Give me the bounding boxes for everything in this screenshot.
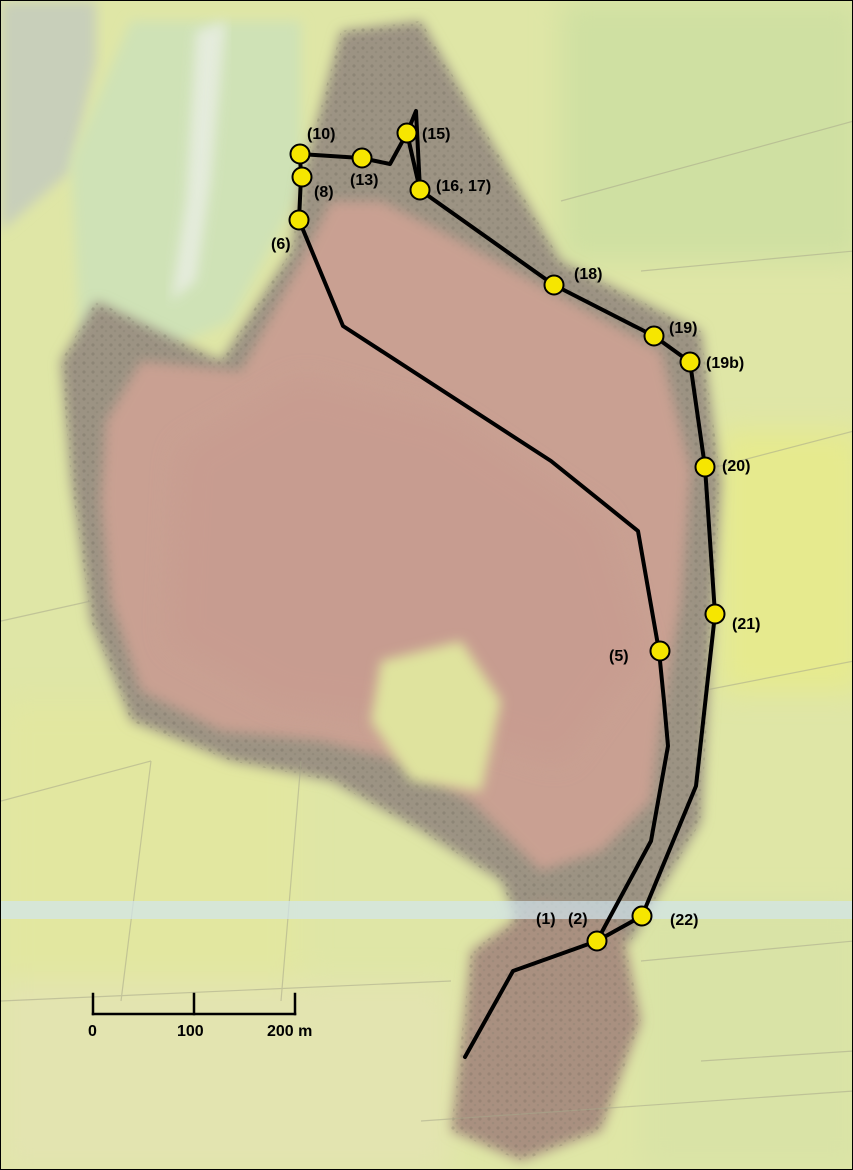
- scale-tick-200: 200 m: [267, 1023, 312, 1040]
- waypoint-label: (15): [422, 126, 450, 143]
- waypoint-1-2[interactable]: (1) (2): [536, 911, 608, 952]
- waypoint-label: (5): [609, 648, 629, 665]
- field-pocket: [371, 641, 501, 791]
- waypoint-16-17[interactable]: (16, 17): [409, 178, 492, 201]
- bog-centre: [171, 381, 641, 761]
- waypoint-8[interactable]: (8): [291, 166, 334, 202]
- waypoint-20[interactable]: (20): [694, 456, 751, 478]
- waypoint-label: (6): [271, 236, 291, 253]
- waypoint-19[interactable]: (19): [643, 320, 698, 347]
- waypoint-label: (21): [732, 616, 760, 633]
- waypoint-10[interactable]: (10): [289, 126, 336, 165]
- waypoint-label: (19): [669, 320, 697, 337]
- waypoint-5[interactable]: (5): [609, 640, 671, 666]
- waypoint-label: (10): [307, 126, 335, 143]
- village-texture: [451, 901, 641, 1161]
- waypoint-label: (8): [314, 184, 334, 201]
- waypoint-label-1: (1): [536, 911, 556, 928]
- image-seam: [1, 901, 852, 919]
- waypoint-label: (13): [350, 172, 378, 189]
- waypoint-label: (22): [670, 912, 698, 929]
- waypoint-18[interactable]: (18): [543, 266, 603, 296]
- scale-tick-0: 0: [88, 1023, 97, 1040]
- waypoint-21[interactable]: (21): [704, 603, 761, 634]
- waypoint-15[interactable]: (15): [396, 122, 451, 144]
- farm-field: [71, 21, 301, 361]
- scale-tick-100: 100: [177, 1023, 204, 1040]
- waypoint-label-2: (2): [568, 911, 588, 928]
- waypoints: (10) (13) (15) (8) (16, 17) (6) (18) (1: [271, 122, 761, 952]
- waypoint-13[interactable]: (13): [350, 147, 378, 190]
- lake: [1, 1, 96, 231]
- waypoint-22[interactable]: (22): [631, 905, 699, 930]
- waypoint-label: (18): [574, 266, 602, 283]
- waypoint-label: (19b): [706, 355, 744, 372]
- farm-track: [171, 21, 226, 301]
- field-boundaries: [1, 120, 852, 1122]
- waypoint-6[interactable]: (6): [271, 209, 310, 254]
- waypoint-label: (20): [722, 458, 750, 475]
- waypoint-19b[interactable]: (19b): [679, 351, 745, 373]
- waypoint-label: (16, 17): [436, 178, 491, 195]
- scale-bar: 0 100 200 m: [88, 992, 312, 1040]
